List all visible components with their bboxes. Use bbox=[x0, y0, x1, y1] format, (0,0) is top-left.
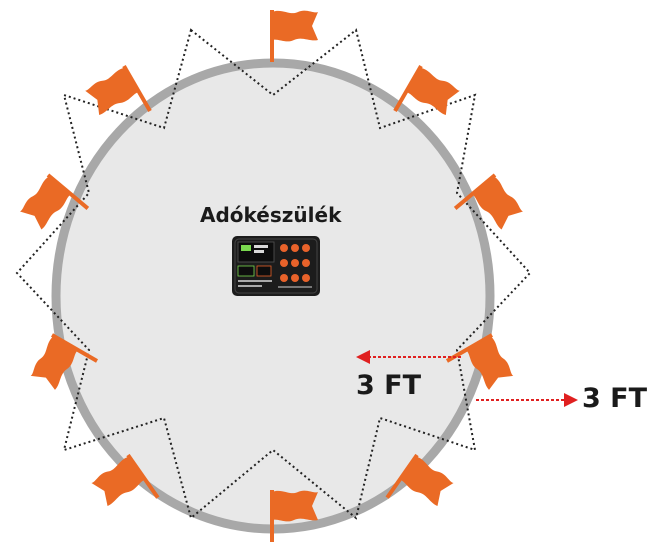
inner-distance-arrowhead bbox=[356, 350, 370, 364]
boundary-flag-icon bbox=[30, 333, 99, 390]
device-label: Adókészülék bbox=[200, 203, 342, 227]
boundary-flag-icon bbox=[85, 65, 152, 115]
outer-distance-arrowhead bbox=[564, 393, 578, 407]
boundary-flag-icon bbox=[91, 453, 160, 506]
inner-distance-label: 3 FT bbox=[356, 370, 422, 401]
boundary-flag-icon bbox=[445, 333, 514, 390]
boundary-flag-icon bbox=[270, 490, 318, 542]
boundary-flag-icon bbox=[385, 453, 454, 506]
boundary-flag-icon bbox=[19, 173, 90, 230]
boundary-flag-icon bbox=[453, 173, 524, 230]
boundary-flags bbox=[19, 10, 524, 542]
outer-distance-label: 3 FT bbox=[582, 383, 648, 414]
transmitter-device-icon bbox=[232, 236, 320, 296]
boundary-flag-icon bbox=[270, 10, 318, 62]
wire-zigzag-outline bbox=[15, 28, 532, 520]
boundary-flag-icon bbox=[393, 65, 460, 115]
